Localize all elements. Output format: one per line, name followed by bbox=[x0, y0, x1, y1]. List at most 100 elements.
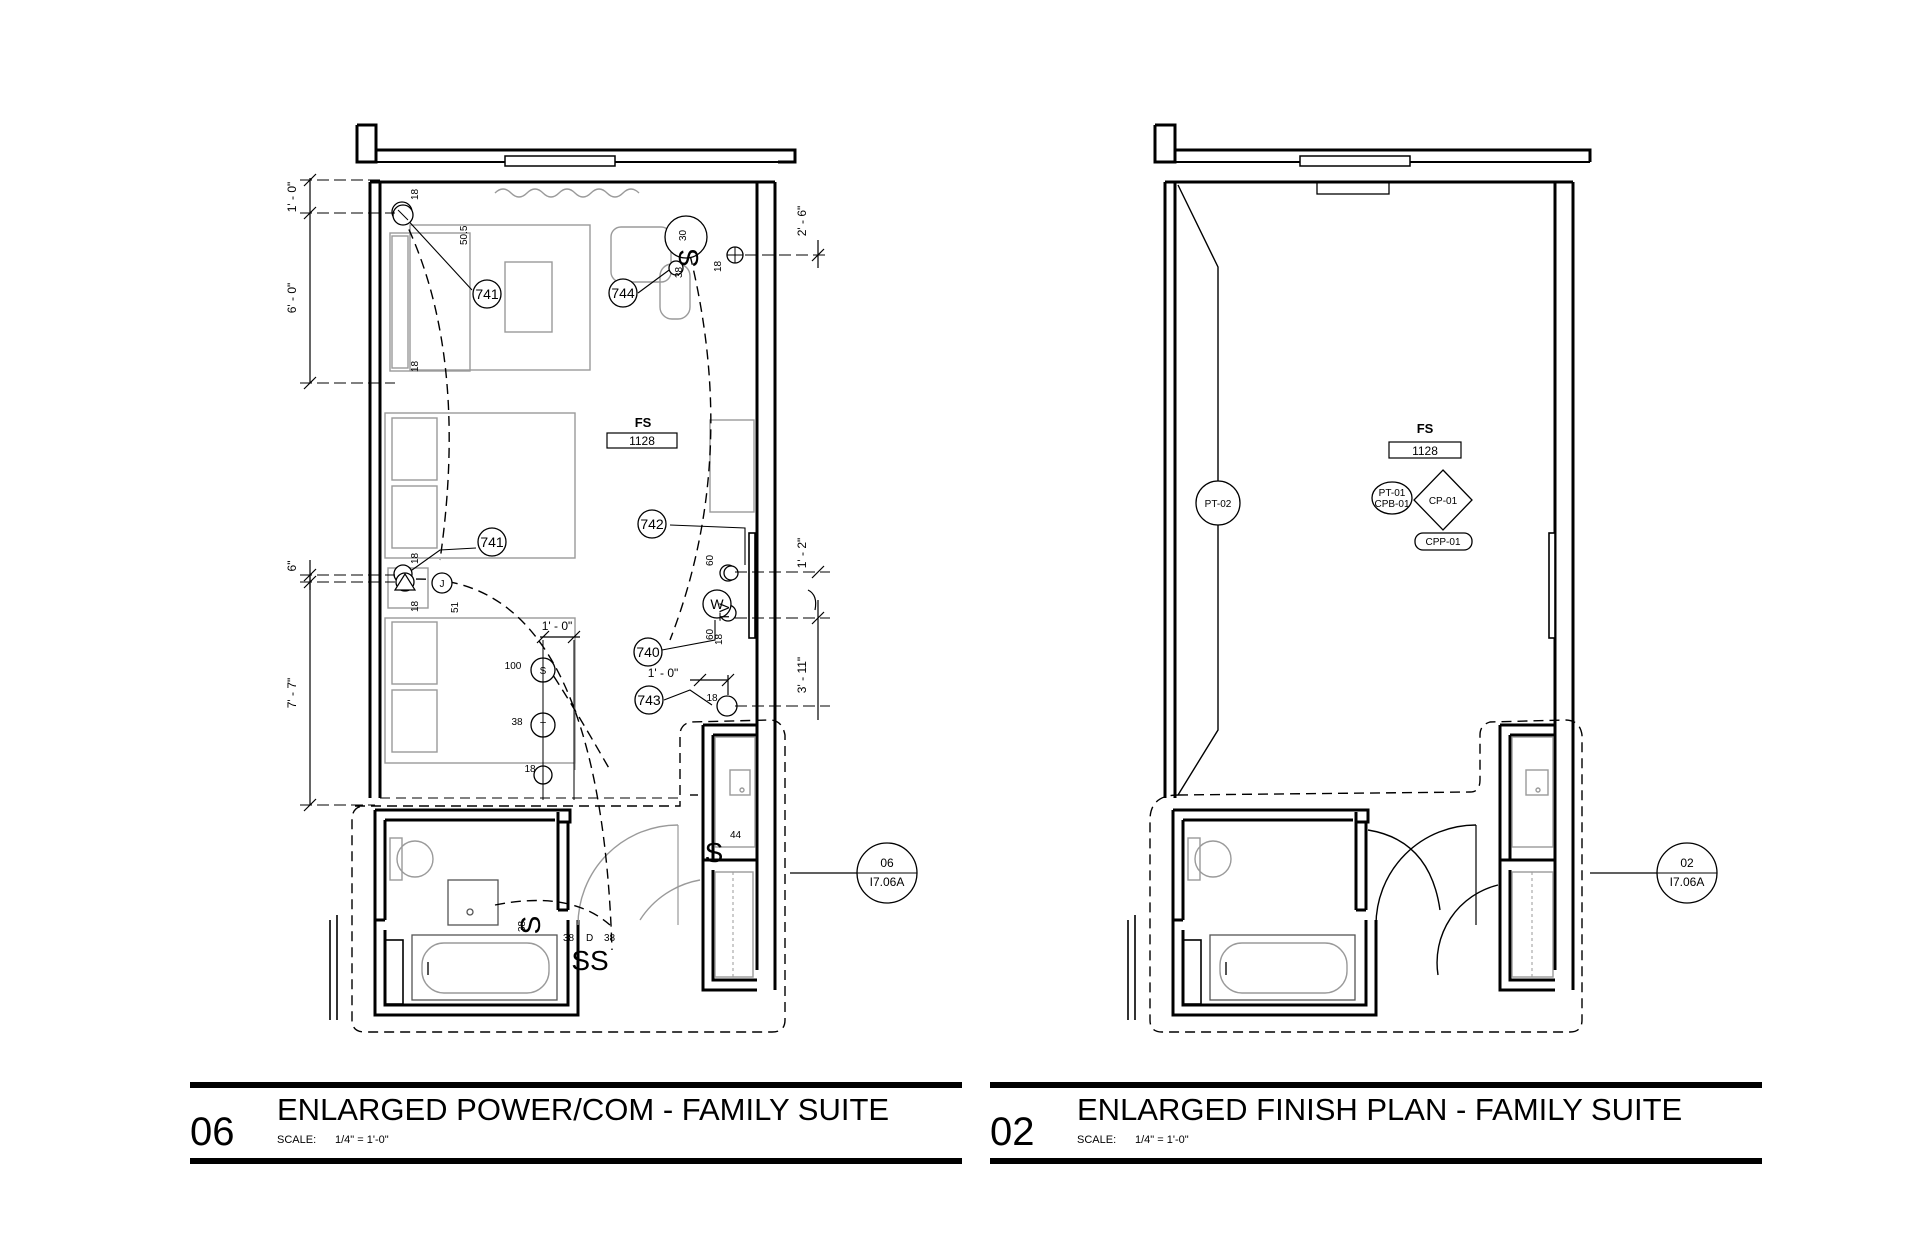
j-label: J bbox=[440, 579, 445, 590]
title-block-right: 02 ENLARGED FINISH PLAN - FAMILY SUITE S… bbox=[990, 1082, 1762, 1164]
window bbox=[1299, 155, 1411, 167]
bathtub bbox=[1209, 934, 1356, 1001]
title-rule-bottom bbox=[190, 1158, 962, 1164]
sink bbox=[1525, 769, 1549, 796]
svg-text:743: 743 bbox=[637, 692, 661, 708]
pillow-2b bbox=[391, 689, 438, 753]
pillow-2a bbox=[391, 621, 438, 685]
dim-7-7: 7' - 7" bbox=[285, 678, 299, 709]
outlet-743 bbox=[716, 695, 738, 717]
dimension-right bbox=[735, 240, 830, 720]
switch-large-bath2: S bbox=[515, 916, 546, 935]
section-ref-number: 02 bbox=[1680, 856, 1694, 870]
dim-1-0: 1' - 0" bbox=[285, 182, 299, 213]
vanity bbox=[714, 736, 756, 848]
tag-741-top: 741 bbox=[472, 279, 502, 309]
height-18: 18 bbox=[524, 764, 536, 775]
shower-box bbox=[447, 879, 499, 926]
section-ref-number: 06 bbox=[880, 856, 894, 870]
sofa bbox=[389, 232, 471, 372]
dim-1-0-low: 1' - 0" bbox=[648, 666, 679, 680]
height-38: 38 bbox=[517, 920, 528, 932]
title-text: ENLARGED FINISH PLAN - FAMILY SUITE bbox=[1077, 1092, 1682, 1127]
outlet-left-mid bbox=[393, 564, 417, 592]
dim-3-11: 3' - 11" bbox=[795, 657, 809, 693]
height-38: 38 bbox=[511, 717, 523, 728]
circuit-arc-3 bbox=[399, 578, 613, 951]
height-38: 38 bbox=[563, 933, 575, 944]
height-30: 30 bbox=[678, 229, 689, 241]
height-50-5: 50.5 bbox=[459, 225, 470, 245]
tv-panel bbox=[748, 532, 756, 639]
bathroom-walls bbox=[373, 808, 580, 1017]
svg-text:PT-01: PT-01 bbox=[1379, 488, 1406, 499]
pillow-1b bbox=[391, 485, 438, 549]
pillow-1a bbox=[391, 417, 438, 481]
room-wall-right bbox=[1553, 182, 1575, 990]
circuit-arc-1 bbox=[401, 214, 450, 561]
pt-01-tag: PT-01 CPB-01 bbox=[1371, 481, 1413, 515]
armchair bbox=[610, 226, 672, 283]
tag-741-mid: 741 bbox=[477, 527, 507, 557]
title-text: ENLARGED POWER/COM - FAMILY SUITE bbox=[277, 1092, 889, 1127]
dim-6: 6" bbox=[285, 561, 299, 572]
room-code: FS bbox=[1417, 421, 1434, 436]
svg-text:744: 744 bbox=[611, 285, 635, 301]
height-60: 60 bbox=[705, 554, 716, 566]
tag-742: 742 bbox=[637, 509, 667, 539]
room-code: FS bbox=[635, 415, 652, 430]
sink bbox=[729, 769, 751, 796]
tv-outlets: W bbox=[702, 564, 739, 622]
bathroom-walls bbox=[1171, 808, 1378, 1017]
leader-743 bbox=[663, 689, 713, 706]
title-rule-top bbox=[190, 1082, 962, 1088]
sofa-arm bbox=[391, 235, 409, 369]
bathtub bbox=[411, 934, 558, 1001]
bathroom-door-swing bbox=[577, 824, 679, 926]
room-number-box bbox=[1388, 441, 1462, 459]
w-label: W bbox=[710, 596, 724, 612]
closet-rack bbox=[1511, 871, 1554, 978]
leader-740 bbox=[661, 620, 716, 651]
room-wall-right bbox=[755, 182, 777, 990]
title-rule-bottom bbox=[990, 1158, 1762, 1164]
title-number: 02 bbox=[990, 1110, 1035, 1154]
suite-boundary bbox=[351, 719, 786, 1033]
pt-02-tag: PT-02 bbox=[1195, 480, 1241, 526]
leader-742 bbox=[669, 524, 746, 565]
section-ref-sheet: I7.06A bbox=[1670, 875, 1705, 889]
height-18: 18 bbox=[714, 633, 725, 645]
sink-drain bbox=[1535, 787, 1541, 793]
bathroom-partition bbox=[556, 822, 570, 912]
height-38: 38 bbox=[604, 933, 616, 944]
bathroom-door-swing bbox=[1375, 824, 1477, 926]
sink-drain bbox=[739, 787, 745, 793]
svg-text:741: 741 bbox=[475, 286, 499, 302]
cp-01-tag: CP-01 bbox=[1413, 469, 1473, 531]
height-51: 51 bbox=[450, 601, 461, 613]
height-18: 18 bbox=[410, 552, 421, 564]
section-ref-sheet: I7.06A bbox=[870, 875, 905, 889]
height-18: 18 bbox=[410, 188, 421, 200]
power-com-plan: J J W TV bbox=[285, 123, 918, 1033]
scale-label: SCALE: bbox=[277, 1134, 316, 1146]
closet-rack bbox=[714, 871, 754, 978]
room-number: 1128 bbox=[629, 434, 655, 448]
bath-swing bbox=[1367, 829, 1441, 911]
outlet-left-top bbox=[392, 204, 414, 226]
shower-panel bbox=[1182, 939, 1202, 1005]
dim-2-6: 2' - 6" bbox=[795, 206, 809, 237]
room-number-box bbox=[606, 432, 678, 449]
entry-door-swing bbox=[1436, 884, 1499, 976]
tag-740: 740 bbox=[633, 637, 663, 667]
room-wall-left bbox=[1163, 182, 1177, 798]
svg-text:740: 740 bbox=[636, 644, 660, 660]
height-38: 38 bbox=[674, 266, 685, 278]
svg-text:CPB-01: CPB-01 bbox=[1374, 499, 1409, 510]
height-d: D bbox=[586, 933, 593, 944]
scale-value: 1/4" = 1'-0" bbox=[1135, 1134, 1189, 1146]
tv-panel bbox=[1548, 532, 1556, 639]
bed-1 bbox=[384, 412, 576, 559]
height-18: 18 bbox=[706, 693, 718, 704]
